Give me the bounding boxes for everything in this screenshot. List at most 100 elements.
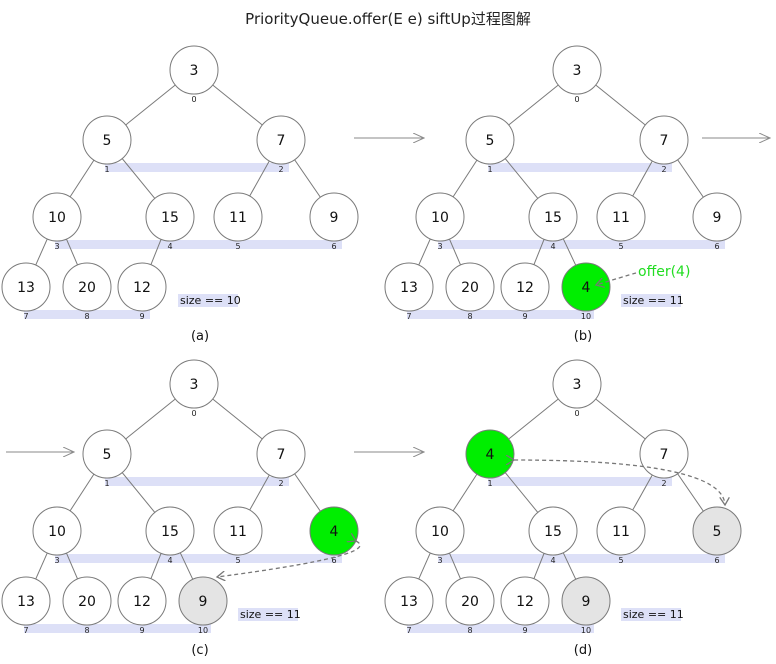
node-index: 3	[437, 556, 442, 565]
heap-node: 4 10	[561, 262, 611, 321]
node-value: 3	[573, 377, 582, 393]
heap-node: 137	[384, 576, 434, 635]
node-value: 10	[48, 524, 66, 540]
node-circle	[62, 262, 112, 312]
heap-node: 72	[256, 429, 306, 488]
node-value: 9	[582, 594, 591, 610]
node-value: 4	[330, 524, 339, 540]
node-index: 0	[574, 95, 579, 104]
node-index: 7	[406, 626, 411, 635]
index-band	[407, 624, 594, 633]
node-value: 11	[612, 210, 630, 226]
heap-node: 129	[117, 262, 167, 321]
heap-node: 30	[552, 45, 602, 104]
node-value: 11	[612, 524, 630, 540]
heap-node: 72	[256, 115, 306, 174]
tree-edge	[533, 239, 545, 265]
node-circle	[169, 45, 219, 95]
tree-edge	[121, 472, 156, 513]
tree-edge	[294, 159, 321, 198]
node-index: 3	[437, 242, 442, 251]
swap-arrow	[514, 460, 725, 505]
node-index: 6	[331, 242, 336, 251]
node-index: 10	[198, 626, 208, 635]
node-value: 5	[713, 524, 722, 540]
tree-edge	[125, 398, 176, 440]
node-value: 10	[48, 210, 66, 226]
heap-node: 137	[1, 262, 51, 321]
node-index: 2	[278, 165, 283, 174]
node-circle	[596, 192, 646, 242]
node-index: 0	[191, 95, 196, 104]
offer-arrow	[596, 272, 637, 285]
node-circle	[692, 506, 742, 556]
node-index: 4	[167, 556, 172, 565]
node-index: 4	[550, 242, 555, 251]
heap-node: 30	[552, 359, 602, 418]
node-circle	[309, 192, 359, 242]
tree-edge	[595, 84, 646, 126]
tree-edge	[150, 553, 162, 579]
node-circle	[561, 262, 611, 312]
heap-node: 154	[528, 192, 578, 251]
heap-node: 103	[32, 506, 82, 565]
heap-node: 30	[169, 359, 219, 418]
index-band	[24, 624, 211, 633]
index-band	[488, 163, 672, 172]
node-value: 5	[486, 133, 495, 149]
node-circle	[1, 576, 51, 626]
node-value: 15	[544, 524, 562, 540]
size-band	[621, 294, 681, 307]
node-value: 13	[17, 594, 35, 610]
tree-edge	[677, 473, 704, 512]
tree-edge	[452, 159, 478, 198]
index-band	[438, 240, 725, 249]
node-value: 7	[660, 133, 669, 149]
node-value: 7	[277, 133, 286, 149]
node-index: 0	[574, 409, 579, 418]
node-value: 4	[486, 447, 495, 463]
node-circle	[415, 506, 465, 556]
size-band	[621, 608, 681, 621]
node-circle	[500, 576, 550, 626]
node-value: 10	[431, 524, 449, 540]
node-index: 9	[522, 312, 527, 321]
node-index: 10	[581, 312, 591, 321]
node-circle	[32, 192, 82, 242]
heap-node: 154	[528, 506, 578, 565]
node-circle	[213, 192, 263, 242]
heap-node: 96	[692, 192, 742, 251]
tree-edge	[562, 552, 577, 580]
node-value: 20	[461, 280, 479, 296]
tree-edge	[632, 160, 653, 197]
heap-node: 103	[32, 192, 82, 251]
node-circle	[178, 576, 228, 626]
node-circle	[145, 192, 195, 242]
node-value: 12	[516, 280, 534, 296]
panel-label: (a)	[191, 329, 209, 344]
tree-edge	[448, 552, 462, 580]
node-value: 3	[190, 377, 199, 393]
node-circle	[62, 576, 112, 626]
tree-edge	[533, 553, 545, 579]
node-value: 13	[400, 280, 418, 296]
index-band	[438, 554, 725, 563]
node-value: 11	[229, 210, 247, 226]
node-circle	[82, 115, 132, 165]
tree-edge	[212, 398, 263, 440]
node-value: 5	[103, 447, 112, 463]
node-index: 8	[84, 312, 89, 321]
heap-node: 51	[465, 115, 515, 174]
node-value: 4	[582, 280, 591, 296]
heap-node: 154	[145, 506, 195, 565]
node-circle	[1, 262, 51, 312]
node-value: 9	[199, 594, 208, 610]
node-index: 0	[191, 409, 196, 418]
panel-label: (d)	[574, 643, 592, 658]
tree-edge	[508, 84, 559, 126]
size-label: size == 10	[180, 294, 241, 307]
tree-edge	[595, 398, 646, 440]
node-index: 2	[661, 479, 666, 488]
node-circle	[528, 506, 578, 556]
